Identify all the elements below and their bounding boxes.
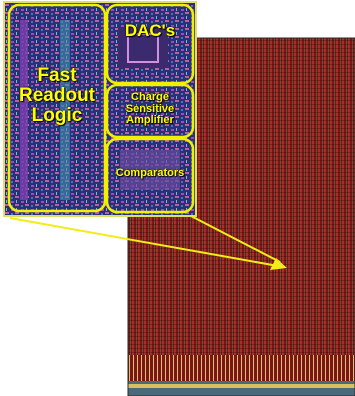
dacs-frame [105, 3, 195, 85]
label-charge-sensitive-amplifier: Charge Sensitive Amplifier [125, 91, 175, 127]
comparators-frame [105, 137, 195, 214]
arrow-line-left [9, 217, 279, 267]
label-fast-readout-logic: Fast Readout Logic [19, 65, 95, 126]
charge-sensitive-amplifier-frame [105, 83, 195, 139]
arrow-head [270, 258, 287, 270]
magnified-inset [3, 1, 197, 217]
fast-readout-logic-frame [7, 3, 107, 213]
label-dacs: DAC's [124, 21, 176, 40]
label-comparators: Comparators [115, 167, 185, 179]
arrow-line-right [190, 215, 281, 263]
